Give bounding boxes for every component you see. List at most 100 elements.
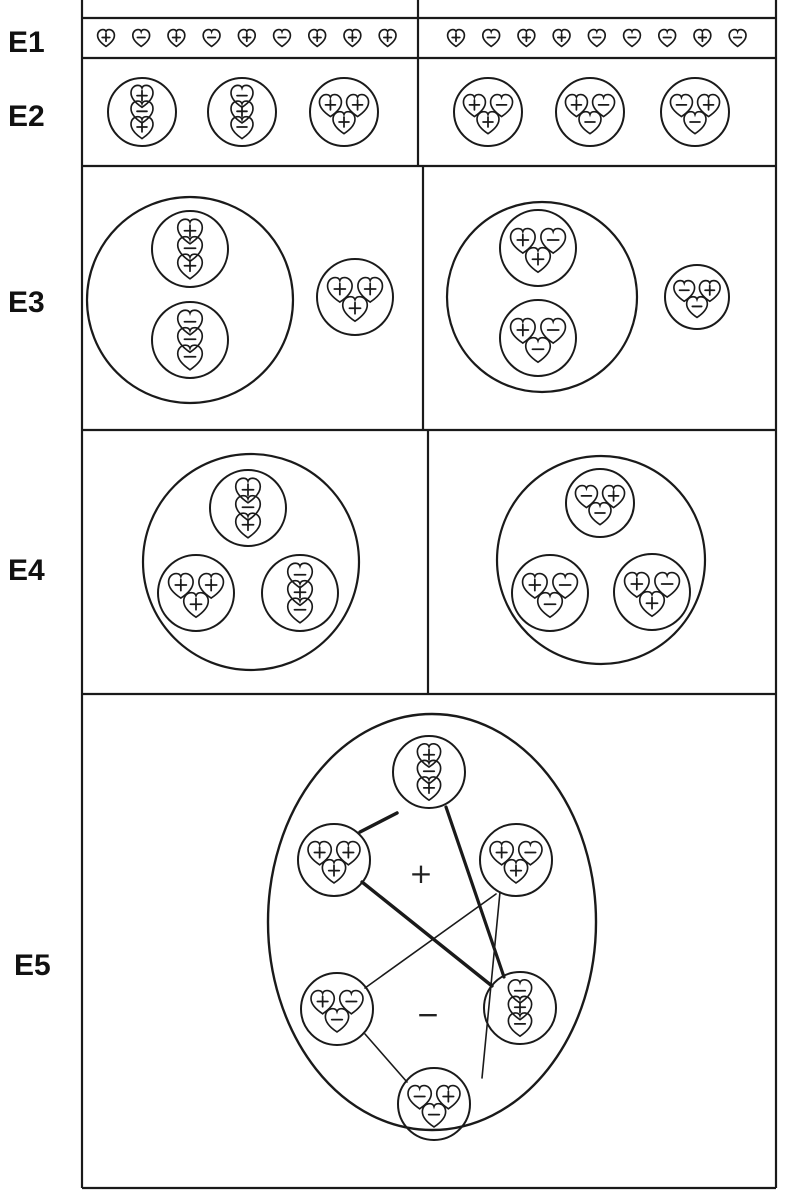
positive-charge-icon xyxy=(230,100,254,124)
negative-charge-icon xyxy=(588,501,612,526)
negative-charge-icon xyxy=(286,562,314,589)
negative-charge-icon xyxy=(176,309,204,336)
positive-charge-icon xyxy=(517,28,536,48)
negative-charge-icon xyxy=(685,295,709,319)
negative-charge-icon xyxy=(540,317,567,345)
negative-charge-icon xyxy=(536,591,564,619)
positive-charge-icon xyxy=(462,93,487,118)
negative-charge-icon xyxy=(176,326,204,354)
positive-charge-icon xyxy=(638,590,666,618)
negative-charge-icon xyxy=(507,1012,533,1038)
e5-link xyxy=(444,805,506,979)
negative-charge-icon xyxy=(202,28,221,48)
negative-charge-icon xyxy=(654,571,681,599)
positive-charge-icon xyxy=(509,227,536,255)
e5-link xyxy=(364,1033,408,1083)
e3-right-inner-circle xyxy=(499,299,577,377)
positive-charge-icon xyxy=(416,742,442,769)
negative-charge-icon xyxy=(176,235,204,263)
e4-left-inner-circle xyxy=(209,469,287,547)
positive-charge-icon xyxy=(130,84,154,109)
negative-charge-icon xyxy=(578,110,602,135)
positive-charge-icon xyxy=(234,512,262,539)
positive-charge-icon xyxy=(326,276,353,304)
positive-charge-icon xyxy=(345,93,370,118)
positive-charge-icon xyxy=(552,28,571,48)
plus-sign: + xyxy=(409,857,432,890)
e4-right-large-circle xyxy=(495,454,707,666)
negative-charge-icon xyxy=(524,336,552,364)
e4-left-large-circle xyxy=(141,452,361,672)
positive-charge-icon xyxy=(507,995,533,1021)
positive-charge-icon xyxy=(341,295,369,323)
e4-right-inner-circle xyxy=(565,468,635,538)
e3-left-outside-circle xyxy=(316,258,394,336)
positive-charge-icon xyxy=(176,218,204,245)
negative-charge-icon xyxy=(272,28,292,48)
negative-charge-icon xyxy=(324,1007,350,1033)
negative-charge-icon xyxy=(540,227,567,255)
negative-charge-icon xyxy=(591,93,616,118)
e5-group-circle xyxy=(483,971,557,1045)
positive-charge-icon xyxy=(693,28,712,48)
negative-charge-icon xyxy=(507,978,533,1005)
positive-charge-icon xyxy=(310,989,336,1015)
positive-charge-icon xyxy=(167,572,194,600)
positive-charge-icon xyxy=(446,28,466,48)
negative-charge-icon xyxy=(669,93,694,118)
negative-charge-icon xyxy=(230,115,254,140)
e5-group-circle xyxy=(392,735,466,809)
positive-charge-icon xyxy=(198,572,225,600)
negative-charge-icon xyxy=(587,28,607,48)
minus-sign: − xyxy=(416,998,439,1031)
e3-left-inner-circle xyxy=(151,210,229,288)
negative-charge-icon xyxy=(338,989,364,1015)
positive-charge-icon xyxy=(521,572,548,600)
positive-charge-icon xyxy=(182,591,210,619)
negative-charge-icon xyxy=(130,100,154,124)
e4-right-inner-circle xyxy=(511,554,589,632)
row-label-e2: E2 xyxy=(8,100,45,133)
e5-group-circle xyxy=(397,1067,471,1141)
positive-charge-icon xyxy=(623,571,650,599)
positive-charge-icon xyxy=(176,253,204,280)
positive-charge-icon xyxy=(489,840,515,866)
e5-group-circle xyxy=(297,823,371,897)
negative-charge-icon xyxy=(683,110,707,135)
e2-group-circle xyxy=(107,77,177,147)
diagram-shapes xyxy=(85,28,747,1141)
negative-charge-icon xyxy=(622,28,642,48)
e5-link xyxy=(360,880,494,988)
positive-charge-icon xyxy=(286,579,314,607)
negative-charge-icon xyxy=(416,759,442,785)
positive-charge-icon xyxy=(509,317,536,345)
e5-outer-ellipse xyxy=(266,712,598,1132)
positive-charge-icon xyxy=(343,28,362,48)
e3-left-large-circle xyxy=(85,195,295,405)
positive-charge-icon xyxy=(601,484,626,509)
positive-charge-icon xyxy=(435,1084,461,1110)
negative-charge-icon xyxy=(176,344,204,371)
positive-charge-icon xyxy=(234,477,262,504)
e4-left-inner-circle xyxy=(261,554,339,632)
row-label-e5: E5 xyxy=(14,949,51,982)
e2-group-circle xyxy=(309,77,379,147)
positive-charge-icon xyxy=(378,28,397,48)
positive-charge-icon xyxy=(96,28,116,48)
negative-charge-icon xyxy=(286,597,314,624)
e5-link xyxy=(358,811,399,834)
e3-right-large-circle xyxy=(445,200,639,394)
e5-group-circle xyxy=(479,823,553,897)
negative-charge-icon xyxy=(131,28,151,48)
positive-charge-icon xyxy=(321,858,347,884)
negative-charge-icon xyxy=(230,84,254,109)
negative-charge-icon xyxy=(574,484,599,509)
negative-charge-icon xyxy=(657,28,677,48)
positive-charge-icon xyxy=(357,276,384,304)
row-label-e4: E4 xyxy=(8,554,45,587)
e2-group-circle xyxy=(453,77,523,147)
e2-group-circle xyxy=(555,77,625,147)
e5-group-circle xyxy=(300,972,374,1046)
positive-charge-icon xyxy=(416,776,442,802)
